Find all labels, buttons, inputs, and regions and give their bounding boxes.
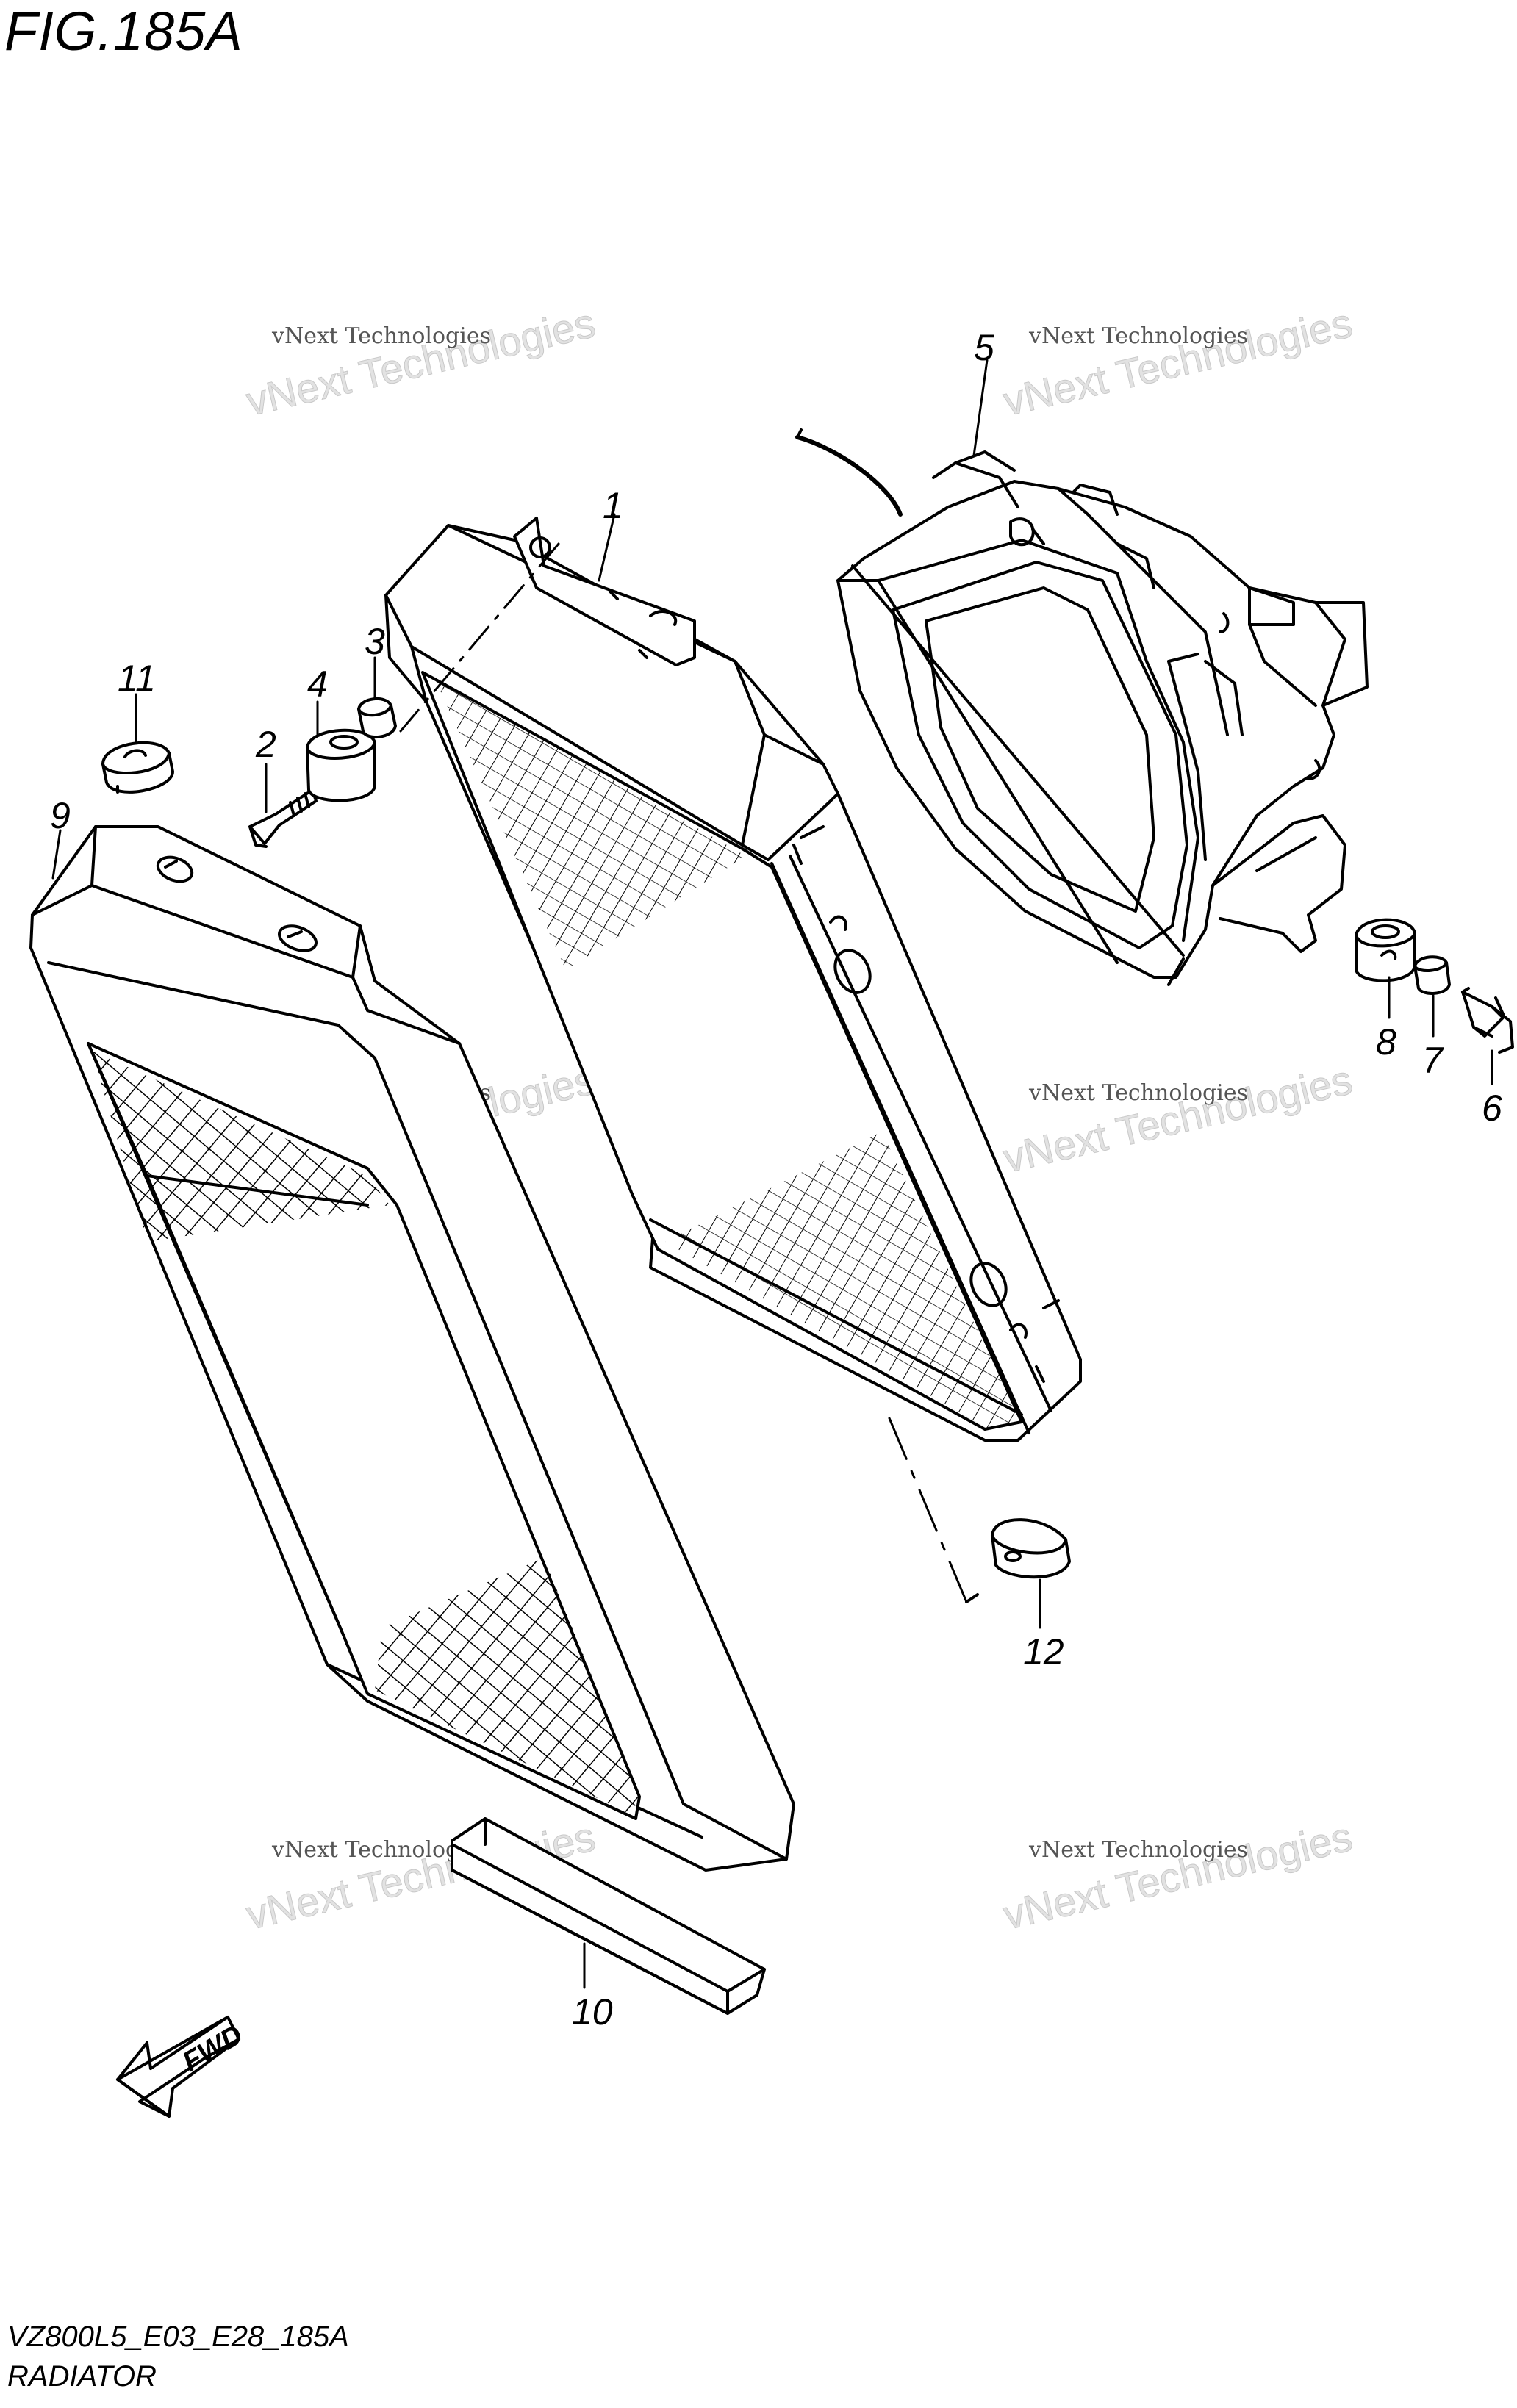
callout-11: 11 xyxy=(118,658,156,699)
grommet-part-12 xyxy=(991,1518,1071,1579)
radiator-part-1 xyxy=(384,517,1082,1603)
callout-3: 3 xyxy=(365,621,385,662)
collar-part-3 xyxy=(357,697,397,739)
diagram-code: VZ800L5_E03_E28_185A xyxy=(7,2321,349,2353)
radiator-cover-part-9 xyxy=(29,825,795,1872)
callout-6: 6 xyxy=(1482,1088,1502,1129)
cushion-part-4 xyxy=(306,728,376,802)
callout-9: 9 xyxy=(50,795,71,836)
leader-lines xyxy=(51,359,1493,1989)
fwd-arrow-icon xyxy=(116,2016,240,2118)
bolt-part-2 xyxy=(248,788,318,848)
callout-2: 2 xyxy=(255,724,276,765)
diagram-subtitle: RADIATOR xyxy=(7,2360,157,2393)
callout-10: 10 xyxy=(572,1991,613,2033)
cushion-part-8 xyxy=(1355,918,1416,982)
callout-7: 7 xyxy=(1422,1040,1444,1081)
fan-shroud-part-5 xyxy=(795,428,1369,986)
grommet-part-11 xyxy=(101,741,174,794)
collar-part-7 xyxy=(1413,955,1451,995)
strip-part-10 xyxy=(451,1817,766,2015)
callout-12: 12 xyxy=(1023,1631,1064,1672)
callout-8: 8 xyxy=(1376,1021,1396,1063)
callout-4: 4 xyxy=(307,664,328,705)
callout-1: 1 xyxy=(603,485,623,526)
bolt-part-6 xyxy=(1461,987,1514,1054)
figure-title: FIG.185A xyxy=(4,1,243,62)
callout-5: 5 xyxy=(974,327,994,368)
